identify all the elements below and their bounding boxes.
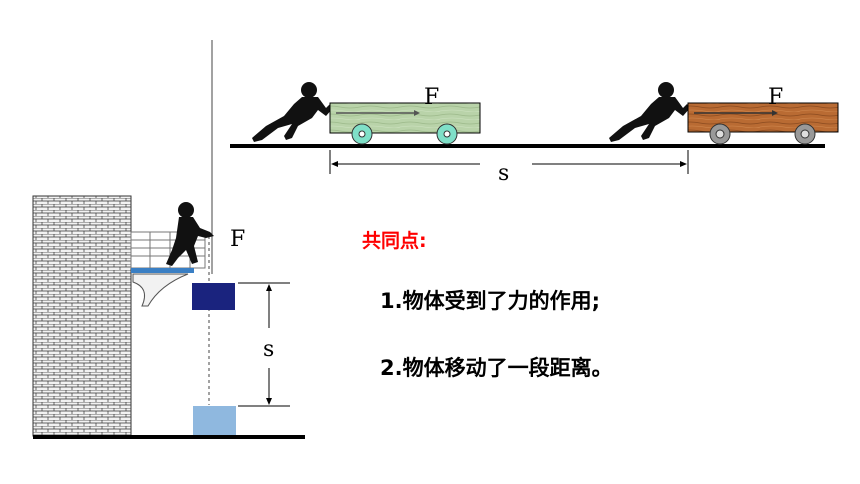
arrowhead-icon (266, 284, 272, 291)
distance-label-left: s (263, 337, 274, 362)
force-label-top-right: F (768, 85, 783, 110)
arrowhead-icon (772, 110, 778, 116)
common-points-heading: 共同点: (362, 230, 427, 252)
brick-wall (32, 195, 132, 437)
common-point-2: 2.物体移动了一段距离。 (380, 356, 613, 380)
green-cart-icon (329, 102, 481, 145)
arrowhead-icon (414, 110, 420, 116)
person-pushing-icon (609, 82, 690, 142)
common-point-1: 1.物体受到了力的作用; (380, 289, 600, 313)
arrowhead-icon (266, 398, 272, 405)
arrowhead-icon (680, 161, 687, 167)
force-label-left: F (230, 227, 245, 252)
arrowhead-icon (331, 161, 338, 167)
box-bottom (193, 406, 236, 435)
person-pushing-icon (252, 82, 333, 142)
distance-label-top: s (498, 161, 509, 186)
wooden-cart-icon (687, 102, 839, 145)
force-label-top-left: F (424, 85, 439, 110)
box-top (192, 283, 235, 310)
person-pulling-icon (166, 202, 214, 266)
